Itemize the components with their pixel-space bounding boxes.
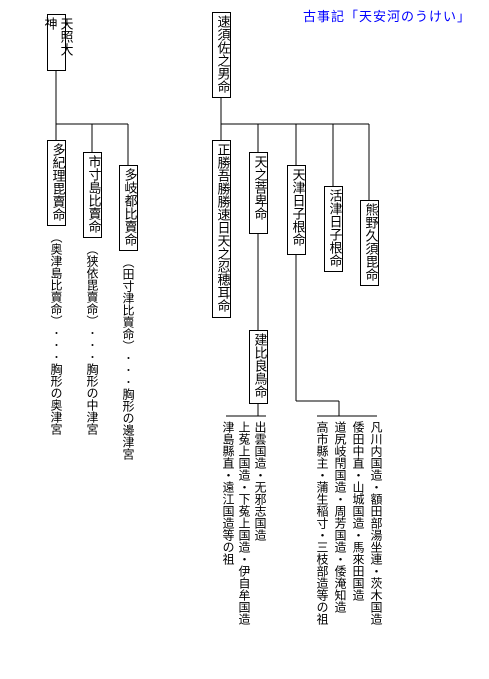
amatsuhikone-box: 天津日子根命: [287, 165, 306, 255]
hikone-line-desc-4: 高市縣主・蒲生稲寸・三枝部造等の祖: [315, 421, 329, 625]
ikutsuhikone-box: 活津日子根命: [324, 186, 343, 272]
takiri-note: （奥津島比賣命）･･･胸形の奥津宮: [49, 231, 63, 435]
takiri-box: 多紀理毘賣命: [47, 140, 66, 226]
kumanokusubi-box: 熊野久須毘命: [360, 200, 379, 286]
oshihomimi-box: 正勝吾勝勝速日天之忍穂耳命: [212, 140, 231, 318]
hohi-line-desc-3: 津島縣直・遠江国造等の祖: [221, 421, 235, 565]
diagram-title: 古事記「天安河のうけい」: [303, 10, 472, 25]
hikone-line-desc-3: 道尻岐閇国造・周芳国造・倭淹知造: [333, 421, 347, 613]
susanoo-box: 速須佐之男命: [212, 12, 231, 98]
hohi-box: 天之菩卑命: [249, 152, 268, 234]
hohi-line-desc-2: 上菟上国造・下菟上国造・伊自牟国造: [237, 421, 251, 625]
hikone-line-desc-2: 倭田中直・山城国造・馬來田国造: [351, 421, 365, 601]
tagitsu-box: 多岐都比賣命: [119, 165, 138, 251]
hohi-line-desc-1: 出雲国造・无邪志国造: [253, 421, 267, 541]
ichikishima-box: 市寸島比賣命: [83, 152, 102, 238]
tagitsu-note: （田寸津比賣命）･･･胸形の邊津宮: [121, 256, 135, 460]
takehiratori-box: 建比良鳥命: [249, 330, 268, 404]
hikone-line-desc-1: 凡川内国造・額田部湯坐連・茨木国造: [369, 421, 383, 625]
ichikishima-note: （狭依毘賣命）･･･胸形の中津宮: [85, 243, 99, 435]
amaterasu-box: 天照大神: [42, 14, 73, 71]
